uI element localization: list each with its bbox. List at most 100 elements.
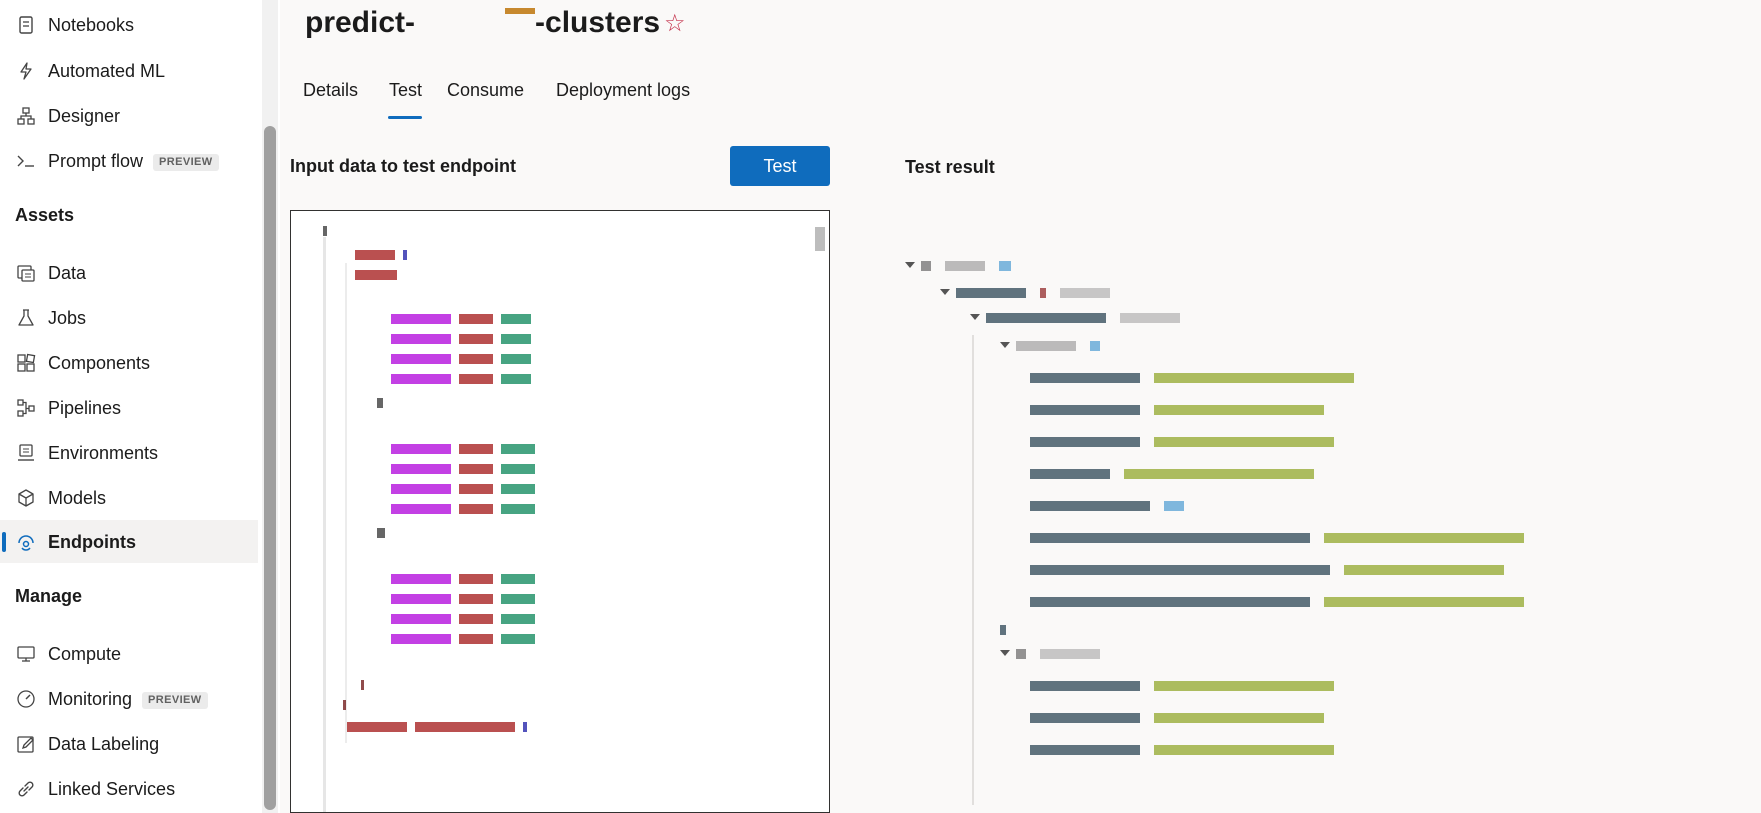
code-token <box>459 314 493 324</box>
tab-details[interactable]: Details <box>303 80 359 100</box>
code-token <box>501 374 531 384</box>
code-token <box>391 444 451 454</box>
test-result-viewer <box>905 250 1755 813</box>
nav-label: Pipelines <box>48 398 122 418</box>
result-token <box>956 288 1026 298</box>
code-token <box>501 484 535 494</box>
nav-item-endpoints[interactable]: Endpoints <box>0 520 258 563</box>
code-token <box>501 314 531 324</box>
result-token <box>1030 565 1330 575</box>
result-token <box>1030 681 1140 691</box>
nav-label: Endpoints <box>48 532 136 552</box>
nav-item-compute[interactable]: Compute <box>0 634 258 674</box>
nav-item-data[interactable]: Data <box>0 253 258 293</box>
code-token <box>459 464 493 474</box>
favorite-star-icon[interactable]: ☆ <box>664 10 686 37</box>
result-token <box>1030 745 1140 755</box>
nav-item-automated-ml[interactable]: Automated ML <box>0 51 258 91</box>
result-token <box>1030 405 1140 415</box>
code-token <box>501 354 531 364</box>
result-token <box>1120 313 1180 323</box>
nav-item-data-labeling[interactable]: Data Labeling <box>0 724 258 764</box>
result-token <box>1000 625 1006 635</box>
code-token <box>391 634 451 644</box>
nav-label: Automated ML <box>48 61 166 81</box>
nav-item-jobs[interactable]: Jobs <box>0 298 258 338</box>
redacted-name <box>415 6 536 36</box>
nav-label: Compute <box>48 644 122 664</box>
nav-item-prompt-flow[interactable]: Prompt flow PREVIEW <box>0 141 258 181</box>
result-token <box>1016 341 1076 351</box>
result-token <box>1124 469 1314 479</box>
nav-item-components[interactable]: Components <box>0 343 258 383</box>
editor-indent-guide <box>323 237 326 812</box>
code-token <box>459 614 493 624</box>
code-token <box>459 594 493 604</box>
tab-consume[interactable]: Consume <box>447 80 525 100</box>
code-token <box>501 464 535 474</box>
result-token <box>1154 745 1334 755</box>
active-tab-indicator <box>388 116 422 119</box>
title-prefix: predict- <box>305 6 416 39</box>
sidebar-scrollbar-thumb[interactable] <box>264 126 276 810</box>
nav-item-models[interactable]: Models <box>0 478 258 518</box>
code-token <box>391 334 451 344</box>
collapse-caret-icon[interactable] <box>905 262 915 268</box>
compute-icon <box>17 646 35 662</box>
result-token <box>1324 533 1524 543</box>
code-token <box>355 270 397 280</box>
labeling-icon <box>17 736 34 753</box>
code-token <box>403 250 407 260</box>
result-token <box>999 261 1011 271</box>
nav-label: Prompt flow <box>48 151 144 171</box>
nav-item-environments[interactable]: Environments <box>0 433 258 473</box>
code-token <box>459 354 493 364</box>
result-token <box>1324 597 1524 607</box>
result-token <box>1030 469 1110 479</box>
pipelines-icon <box>17 399 35 417</box>
collapse-caret-icon[interactable] <box>1000 342 1010 348</box>
json-input-editor[interactable] <box>290 210 830 813</box>
tab-deployment-logs[interactable]: Deployment logs <box>556 80 691 100</box>
notebook-icon <box>19 16 33 34</box>
active-indicator <box>2 532 6 552</box>
nav-label: Environments <box>48 443 159 463</box>
result-token <box>1030 713 1140 723</box>
link-icon <box>18 781 34 797</box>
nav-label: Components <box>48 353 151 373</box>
collapse-caret-icon[interactable] <box>940 289 950 295</box>
result-token <box>1154 437 1334 447</box>
preview-badge: PREVIEW <box>153 154 219 171</box>
nav-label: Models <box>48 488 107 508</box>
code-token <box>391 354 451 364</box>
lightning-icon <box>20 62 32 80</box>
editor-scrollbar[interactable] <box>815 227 825 251</box>
result-token <box>1030 437 1140 447</box>
collapse-caret-icon[interactable] <box>1000 650 1010 656</box>
result-token <box>1030 533 1310 543</box>
nav-item-pipelines[interactable]: Pipelines <box>0 388 258 428</box>
test-button[interactable]: Test <box>730 146 830 186</box>
collapse-caret-icon[interactable] <box>970 314 980 320</box>
nav-item-notebooks[interactable]: Notebooks <box>0 5 258 45</box>
editor-indent-guide <box>345 263 347 743</box>
cube-icon <box>18 489 34 507</box>
result-token <box>945 261 985 271</box>
tab-test[interactable]: Test <box>389 80 423 100</box>
code-token <box>415 722 515 732</box>
test-result-heading: Test result <box>905 157 995 177</box>
code-token <box>501 634 535 644</box>
nav-item-designer[interactable]: Designer <box>0 96 258 136</box>
code-token <box>391 594 451 604</box>
tree-indent-guide <box>972 335 974 805</box>
code-token <box>459 334 493 344</box>
code-token <box>391 614 451 624</box>
result-token <box>1164 501 1184 511</box>
code-token <box>459 634 493 644</box>
code-token <box>459 484 493 494</box>
code-token <box>347 722 407 732</box>
nav-item-linked-services[interactable]: Linked Services <box>0 769 258 809</box>
result-token <box>1030 597 1310 607</box>
